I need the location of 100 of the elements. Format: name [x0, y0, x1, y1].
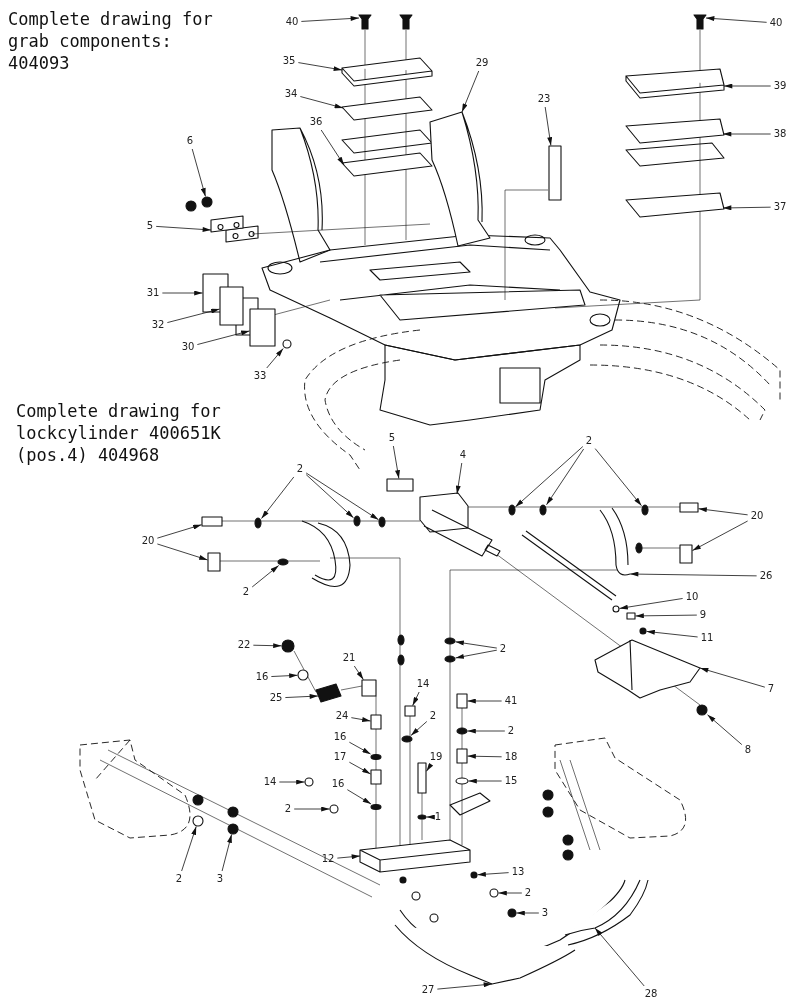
callout-number: 6: [185, 135, 195, 147]
o-ring: [444, 655, 456, 663]
callout-number: 1: [433, 811, 443, 823]
callout-number: 39: [772, 80, 788, 92]
plate: [625, 192, 725, 218]
callout-number: 16: [330, 778, 346, 790]
leader-line: [426, 814, 435, 820]
callout-number: 14: [415, 678, 431, 690]
callout-number: 40: [284, 16, 300, 28]
pin: [548, 145, 562, 201]
bolt: [679, 502, 699, 513]
callout-number: 27: [420, 984, 436, 996]
callout-number: 20: [749, 510, 765, 522]
plate: [249, 308, 276, 347]
valve-block: [359, 839, 471, 873]
bolt: [358, 14, 372, 30]
callout-number: 3: [540, 907, 550, 919]
plate: [341, 57, 433, 87]
callout-number: 28: [643, 988, 659, 1000]
washer: [297, 669, 309, 681]
plate: [625, 118, 725, 144]
plate: [341, 152, 433, 177]
callout-number: 10: [684, 591, 700, 603]
bolt: [399, 14, 413, 30]
callout-number: 2: [295, 463, 305, 475]
callout-number: 29: [474, 57, 490, 69]
o-ring: [444, 637, 456, 645]
bolt: [207, 552, 221, 572]
washer: [192, 815, 204, 827]
callout-number: 2: [584, 435, 594, 447]
plug: [404, 705, 416, 717]
nut: [639, 627, 647, 635]
o-ring: [254, 517, 262, 529]
o-ring: [456, 727, 468, 735]
clip: [626, 612, 636, 620]
callout-number: 21: [341, 652, 357, 664]
callout-number: 2: [523, 887, 533, 899]
o-ring: [353, 515, 361, 527]
callout-number: 14: [262, 776, 278, 788]
drawing-note: Complete drawing for lockcylinder 400651K (pos.4) 404968: [16, 400, 221, 466]
plate: [386, 478, 414, 492]
callout-number: 18: [503, 751, 519, 763]
callout-number: 33: [252, 370, 268, 382]
callout-number: 2: [428, 710, 438, 722]
o-ring: [277, 558, 289, 566]
drawing-note: Complete drawing for grab components: 404093: [8, 8, 214, 74]
fitting: [456, 693, 468, 709]
nut: [227, 823, 239, 835]
callout-number: 34: [283, 88, 299, 100]
callout-number: 9: [698, 609, 708, 621]
leader-line: [426, 762, 434, 772]
callout-number: 24: [334, 710, 350, 722]
callout-number: 32: [150, 319, 166, 331]
callout-number: 41: [503, 695, 519, 707]
callout-number: 5: [145, 220, 155, 232]
ball: [470, 871, 478, 879]
callout-number: 2: [506, 725, 516, 737]
nut: [507, 908, 517, 918]
plate: [341, 96, 433, 121]
callout-number: 40: [768, 17, 784, 29]
callout-number: 2: [241, 586, 251, 598]
o-ring: [370, 803, 382, 811]
bolt: [693, 14, 707, 30]
callout-number: 36: [308, 116, 324, 128]
hydraulic-cylinder: [419, 492, 501, 557]
frame-upright: [429, 111, 491, 247]
o-ring: [539, 504, 547, 516]
bolt: [201, 516, 223, 527]
hose: [394, 924, 576, 985]
fitting: [456, 748, 468, 764]
callout-number: 13: [510, 866, 526, 878]
callout-number: 5: [387, 432, 397, 444]
o-ring: [401, 735, 413, 743]
o-ring: [378, 516, 386, 528]
fitting: [315, 683, 342, 703]
callout-number: 11: [699, 632, 715, 644]
plate: [625, 68, 725, 99]
callout-number: 7: [766, 683, 776, 695]
washer: [489, 888, 499, 898]
nut: [696, 704, 708, 716]
callout-number: 16: [332, 731, 348, 743]
washer: [329, 804, 339, 814]
pin: [417, 762, 427, 794]
screw: [282, 339, 292, 349]
callout-number: 25: [268, 692, 284, 704]
fitting: [281, 639, 295, 653]
o-ring: [370, 753, 382, 761]
callout-number: 23: [536, 93, 552, 105]
callout-number: 12: [320, 853, 336, 865]
plate: [219, 286, 244, 326]
callout-number: 37: [772, 201, 788, 213]
plug: [304, 777, 314, 787]
callout-number: 4: [458, 449, 468, 461]
washer: [455, 777, 469, 785]
o-ring: [417, 814, 427, 820]
fitting: [361, 679, 377, 697]
callout-number: 26: [758, 570, 774, 582]
callout-number: 3: [215, 873, 225, 885]
o-ring: [508, 504, 516, 516]
o-ring: [641, 504, 649, 516]
